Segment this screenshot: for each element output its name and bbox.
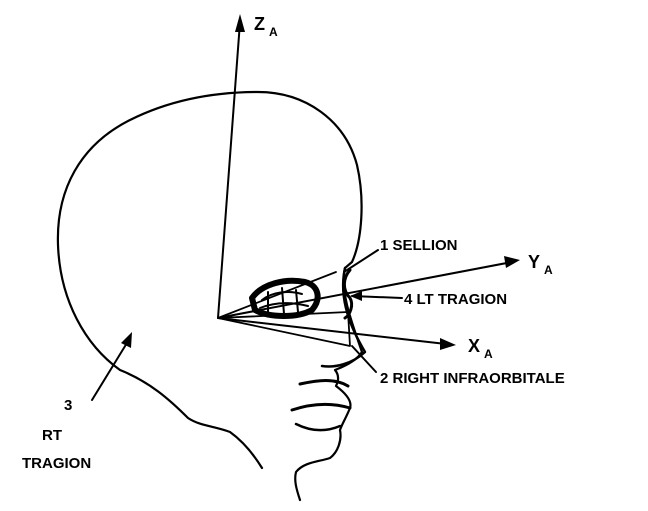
right-infraorbitale-label: 2 RIGHT INFRAORBITALE	[380, 370, 565, 387]
sellion-label: 1 SELLION	[380, 237, 458, 254]
z-axis-line	[218, 22, 240, 318]
lower-lip	[296, 424, 340, 430]
rt-tragion-leader	[92, 338, 130, 400]
eye-scribble	[252, 281, 318, 316]
lip-line	[292, 404, 350, 410]
rt-tragion-arrowhead	[121, 332, 132, 348]
y-axis-arrowhead	[504, 256, 520, 268]
rt-tragion-label-line2: TRAGION	[22, 455, 91, 472]
upper-lip	[300, 381, 348, 387]
sellion-leader	[344, 250, 378, 272]
z-axis-arrowhead	[235, 14, 245, 32]
x-axis-line	[218, 318, 446, 344]
x-axis-arrowhead	[440, 338, 456, 350]
rt-tragion-number: 3	[64, 397, 72, 414]
lt-tragion-label: 4 LT TRAGION	[404, 291, 507, 308]
rt-tragion-label-line1: RT	[42, 427, 62, 444]
